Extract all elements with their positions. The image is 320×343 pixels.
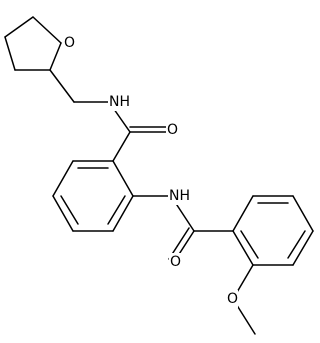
bond bbox=[32, 16, 62, 44]
bond bbox=[292, 195, 314, 232]
bond bbox=[49, 69, 75, 103]
atom-label-amide-nitrogen-top: NH bbox=[108, 93, 132, 111]
bond bbox=[52, 195, 74, 232]
benzene-ring-central bbox=[52, 131, 134, 232]
atom-label: NH bbox=[109, 94, 130, 110]
atom-label: O bbox=[64, 35, 75, 51]
atom-label-carbonyl-oxygen-top: O bbox=[166, 121, 178, 139]
benzene-ring-lower bbox=[193, 195, 314, 266]
aromatic-inner-bond bbox=[60, 195, 79, 225]
bond bbox=[52, 160, 74, 197]
bond bbox=[49, 42, 62, 71]
atom-label: O bbox=[167, 122, 178, 138]
bond bbox=[232, 195, 254, 232]
atom-label-ring-oxygen: O bbox=[63, 34, 75, 52]
atom-label: O bbox=[227, 291, 238, 307]
aromatic-inner-bond bbox=[107, 195, 126, 225]
bond bbox=[112, 131, 131, 162]
atom-label-amide-nitrogen-middle: NH bbox=[168, 187, 192, 205]
bond bbox=[112, 195, 134, 232]
aromatic-inner-bond bbox=[240, 230, 259, 259]
bond bbox=[4, 36, 16, 71]
atom-label: NH bbox=[169, 188, 190, 204]
bond bbox=[112, 160, 134, 197]
bond bbox=[292, 230, 314, 266]
atom-label-methoxy-oxygen: O bbox=[226, 290, 238, 308]
atom-label: O bbox=[170, 254, 181, 270]
atom-label-carbonyl-oxygen-bottom: O bbox=[169, 253, 181, 271]
bond bbox=[232, 230, 254, 266]
aromatic-inner-bond bbox=[287, 230, 306, 259]
bond bbox=[4, 16, 34, 38]
tetrahydrofuran-ring bbox=[4, 16, 62, 71]
